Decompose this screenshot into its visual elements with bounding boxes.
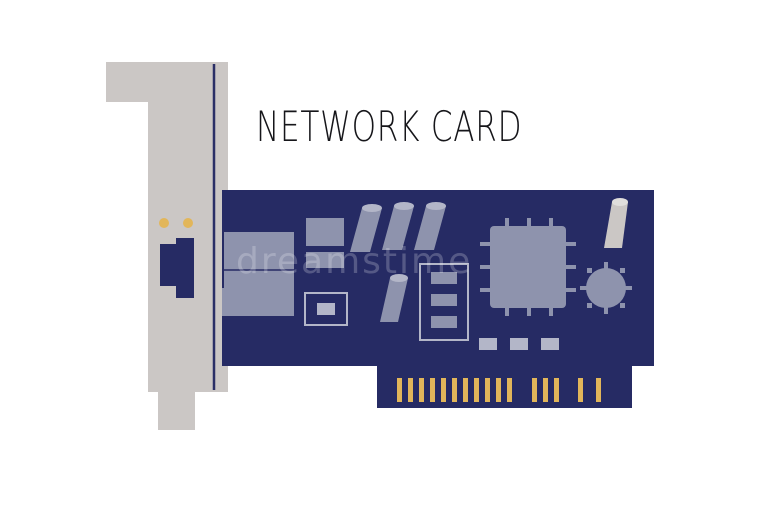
- resistor-array: [419, 263, 469, 341]
- transformer-module: [224, 232, 294, 288]
- small-chip-icon: [306, 252, 344, 268]
- smd-pad: [510, 338, 528, 350]
- smd-pad: [541, 338, 559, 350]
- capacitor-icon: [382, 202, 414, 250]
- capacitor-icon: [350, 204, 382, 252]
- controller-chip-icon: [480, 218, 576, 316]
- smd-pad: [479, 338, 497, 350]
- led-icon: [183, 218, 193, 228]
- capacitor-icon: [380, 274, 408, 322]
- oscillator-chip-icon: [580, 262, 632, 314]
- led-icon: [159, 218, 169, 228]
- illustration-title: NETWORK CARD: [256, 102, 523, 151]
- small-chip-icon: [306, 218, 344, 246]
- watermark-text: dreamstime: [236, 241, 473, 282]
- ethernet-port-icon: [160, 238, 194, 298]
- gold-contacts-icon: [397, 378, 601, 402]
- transformer-module: [222, 288, 294, 316]
- chip-icon: [304, 292, 348, 326]
- capacitor-icon: [604, 198, 628, 248]
- capacitor-icon: [414, 202, 446, 250]
